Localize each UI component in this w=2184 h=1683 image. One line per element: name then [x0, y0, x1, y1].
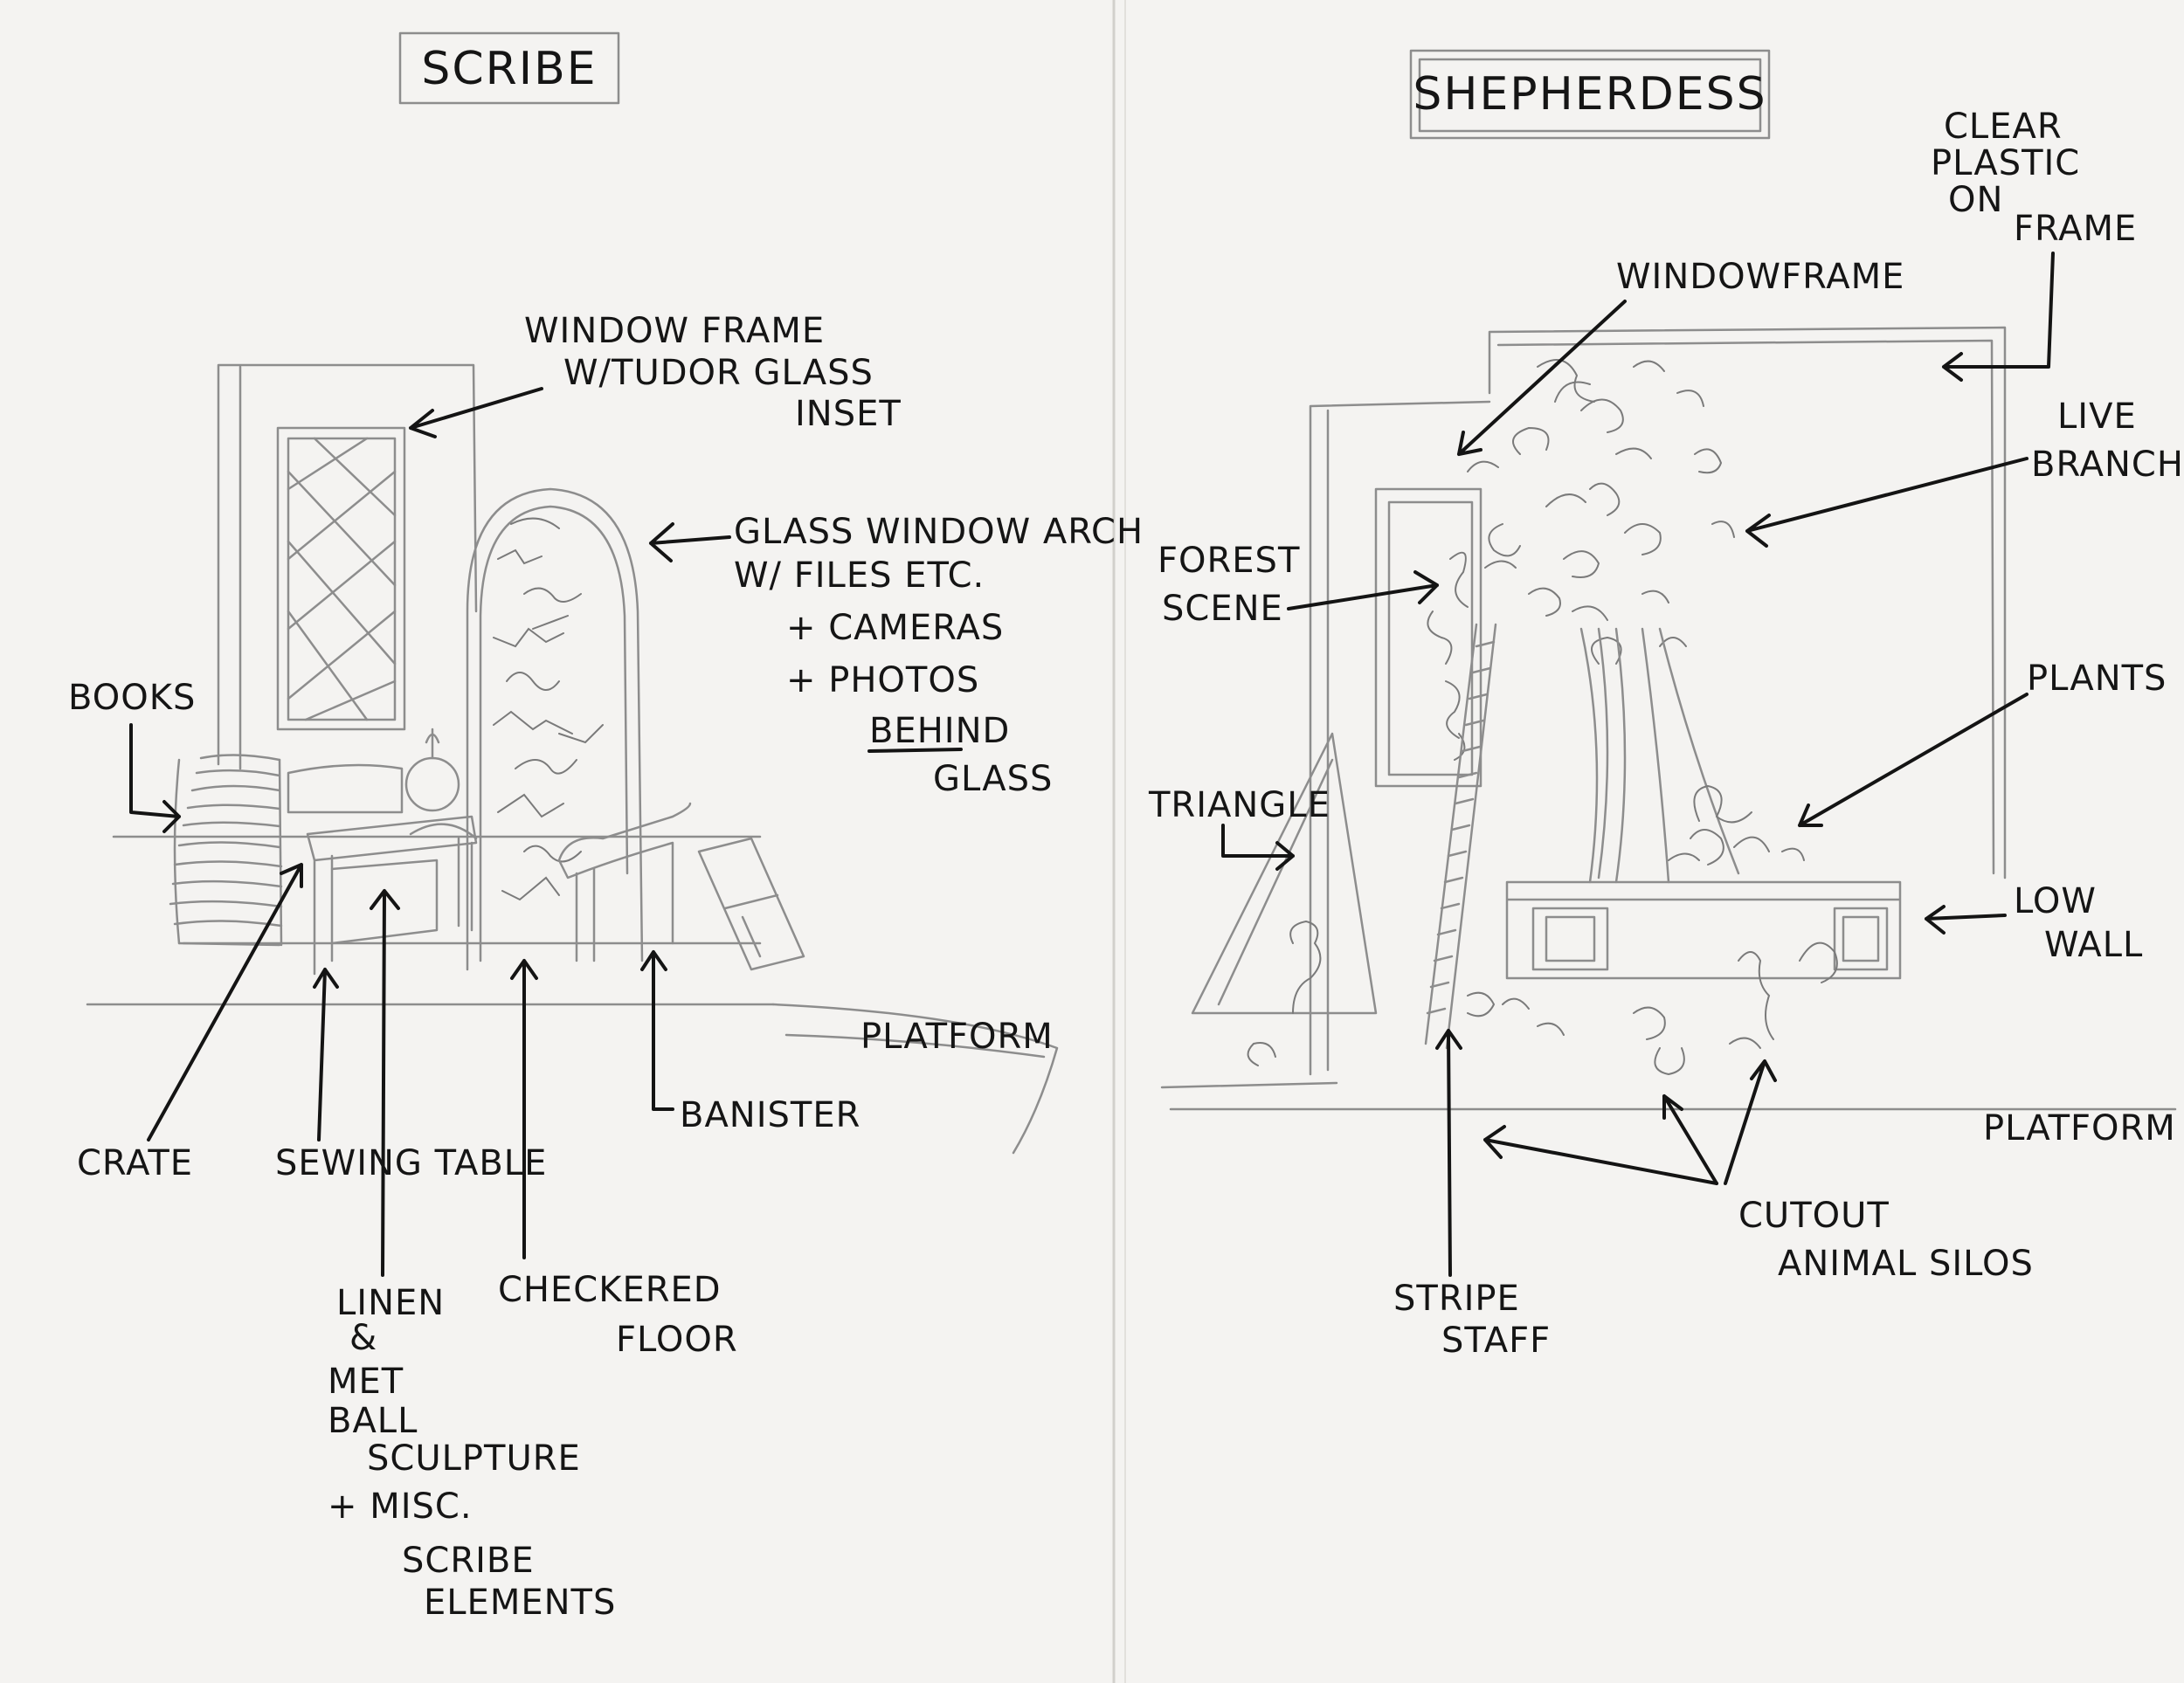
glass-arch-label-3: + CAMERAS	[786, 608, 1004, 648]
cutout-animals-label-1: CUTOUT	[1738, 1196, 1890, 1236]
arrow-cutout-3	[1724, 1059, 1777, 1185]
checkered-floor-label-1: CHECKERED	[498, 1270, 722, 1310]
arrow-crate	[147, 863, 303, 1142]
arrow-cutout-2	[1662, 1094, 1718, 1185]
clear-plastic-label-1: CLEAR	[1944, 107, 2063, 147]
sewing-table-label: SEWING TABLE	[275, 1143, 547, 1183]
live-branches-label-1: LIVE	[2057, 397, 2137, 437]
arrow-books	[129, 723, 181, 833]
scribe-panel: SCRIBE	[68, 31, 1144, 1623]
triangle-label: TRIANGLE	[1148, 785, 1330, 825]
arrow-low-wall	[1925, 905, 2007, 935]
checkered-floor-label-2: FLOOR	[616, 1320, 738, 1360]
scribe-window-frame	[217, 363, 478, 770]
books-label: BOOKS	[68, 678, 196, 718]
arrow-window-frame	[409, 387, 543, 438]
arrow-glass-arch	[649, 522, 731, 562]
behind-underline	[867, 748, 963, 753]
glass-arch-label-4: + PHOTOS	[786, 660, 979, 700]
clear-plastic-label-2: PLASTIC	[1931, 143, 2080, 183]
stripe-staff-label-1: STRIPE	[1393, 1279, 1520, 1319]
arrow-cutout-1	[1483, 1125, 1718, 1185]
banister	[557, 802, 692, 962]
arrow-triangle	[1221, 824, 1295, 871]
glass-arch-label-5: BEHIND	[869, 711, 1010, 751]
clear-plastic-label-4: FRAME	[2014, 209, 2137, 249]
scribe-title: SCRIBE	[421, 43, 597, 95]
scribe-window-frame-label-2: W/TUDOR GLASS	[563, 353, 874, 393]
glass-arch-label-2: W/ FILES ETC.	[734, 555, 985, 596]
clear-plastic-frame	[1488, 326, 2007, 879]
forest-scene-label-1: FOREST	[1158, 541, 1300, 581]
low-wall	[1505, 880, 1902, 980]
shepherdess-window-frame-label: WINDOWFRAME	[1616, 257, 1904, 297]
shepherdess-title-box: SHEPHERDESS	[1409, 49, 1771, 140]
stripe-staff	[1424, 623, 1497, 1050]
scribe-platform-label: PLATFORM	[860, 1017, 1054, 1057]
arrow-sewing-table	[313, 968, 339, 1142]
arrow-forest-scene	[1287, 570, 1439, 610]
arrow-linen	[370, 889, 400, 1277]
arrow-plants	[1798, 693, 2028, 827]
arrow-checkered-floor	[510, 959, 538, 1259]
forest-scene-label-2: SCENE	[1162, 589, 1283, 629]
shepherdess-panel: SHEPHERDESS	[1148, 49, 2184, 1361]
linen-label-1: LINEN	[336, 1283, 445, 1323]
glass-arch-label-6: GLASS	[933, 759, 1053, 799]
cutout-animals	[1467, 942, 1838, 1076]
linen-label-5: SCULPTURE	[367, 1438, 581, 1479]
glass-arch-label-1: GLASS WINDOW ARCH	[734, 512, 1144, 552]
linen-label-7: SCRIBE	[402, 1541, 535, 1581]
sewing-table	[287, 728, 478, 976]
stripe-staff-label-2: STAFF	[1441, 1321, 1551, 1361]
linen-label-6: + MISC.	[328, 1486, 473, 1527]
arrow-banister	[640, 950, 674, 1111]
clear-plastic-label-3: ON	[1948, 180, 2003, 220]
checkered-floor	[697, 837, 805, 971]
linen-label-4: BALL	[328, 1401, 418, 1441]
plants	[1668, 784, 1805, 866]
linen-label-2: &	[349, 1318, 377, 1358]
scribe-window-frame-label-3: INSET	[795, 394, 902, 434]
books-stack	[169, 754, 283, 947]
arrow-shepherdess-window	[1457, 300, 1627, 456]
banister-label: BANISTER	[680, 1095, 860, 1135]
crate-label: CRATE	[77, 1143, 193, 1183]
plants-label: PLANTS	[2027, 659, 2167, 699]
triangle	[1191, 732, 1378, 1066]
scribe-platform	[86, 835, 1059, 1155]
linen-label-3: MET	[328, 1362, 404, 1402]
live-branches-label-2: BRANCHES	[2031, 445, 2184, 485]
shepherdess-platform-label: PLATFORM	[1983, 1108, 2176, 1148]
live-branches	[1467, 359, 1740, 884]
scribe-window-frame-label-1: WINDOW FRAME	[524, 311, 825, 351]
shepherdess-title: SHEPHERDESS	[1413, 68, 1766, 121]
glass-window-arch	[466, 487, 644, 971]
arrow-live-branches	[1745, 457, 2028, 548]
cutout-animals-label-2: ANIMAL SILOS	[1778, 1244, 2034, 1284]
scribe-title-box: SCRIBE	[398, 31, 620, 105]
linen-label-8: ELEMENTS	[424, 1583, 616, 1623]
low-wall-label-1: LOW	[2014, 881, 2097, 921]
arrow-clear-plastic	[1942, 252, 2055, 382]
low-wall-label-2: WALL	[2044, 925, 2143, 965]
arrow-stripe-staff	[1435, 1029, 1462, 1277]
